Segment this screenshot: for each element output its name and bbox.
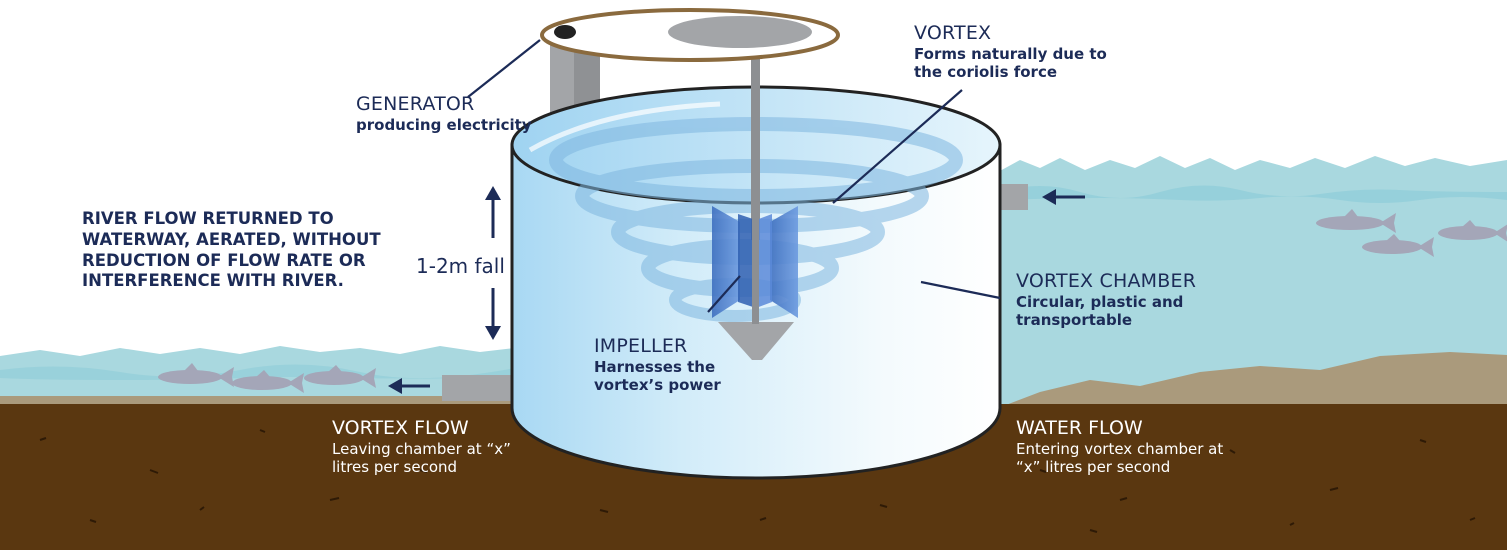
generator-label: GENERATOR producing electricity <box>356 93 532 134</box>
impeller-line2: vortex’s power <box>594 376 721 395</box>
fall-arrow <box>485 186 501 340</box>
leader-lines <box>467 39 1001 313</box>
downstream-surface-ripples <box>0 364 515 380</box>
river-return-line: INTERFERENCE WITH RIVER. <box>82 271 344 291</box>
upstream-river-water <box>998 156 1507 408</box>
upstream-sand-bank <box>998 352 1507 410</box>
upstream-surface-ripples <box>1000 185 1507 203</box>
downstream-bed-strip <box>0 396 515 406</box>
vortex-flow-line2: litres per second <box>332 458 458 477</box>
impeller-label: IMPELLER Harnesses the vortex’s power <box>594 335 721 395</box>
impeller-line1: Harnesses the <box>594 358 716 377</box>
water-flow-line2: “x” litres per second <box>1016 458 1171 477</box>
impeller-title: IMPELLER <box>594 335 688 357</box>
soil-texture <box>39 429 1476 533</box>
tank-top-highlight <box>528 101 721 153</box>
water-flow-line1: Entering vortex chamber at <box>1016 440 1224 459</box>
fish <box>158 209 1507 393</box>
river-return-note: RIVER FLOW RETURNED TO WATERWAY, AERATED… <box>82 209 381 292</box>
vortex-flow-title: VORTEX FLOW <box>332 417 469 439</box>
river-return-line: REDUCTION OF FLOW RATE OR <box>82 250 366 270</box>
water-flow-label: WATER FLOW Entering vortex chamber at “x… <box>1016 417 1223 477</box>
water-flow-title: WATER FLOW <box>1016 417 1143 439</box>
generator-hub <box>554 25 576 39</box>
river-return-line: WATERWAY, AERATED, WITHOUT <box>82 229 381 249</box>
generator-title: GENERATOR <box>356 93 475 115</box>
vortex-chamber-line1: Circular, plastic and <box>1016 293 1184 312</box>
river-return-line: RIVER FLOW RETURNED TO <box>82 209 334 228</box>
vortex-title: VORTEX <box>914 22 992 44</box>
generator-shaft <box>751 40 760 240</box>
impeller <box>712 200 798 324</box>
flow-arrows <box>388 189 1085 394</box>
generator-subtitle: producing electricity <box>356 116 532 135</box>
vortex-chamber-label: VORTEX CHAMBER Circular, plastic and tra… <box>1016 270 1196 330</box>
vortex-chamber-title: VORTEX CHAMBER <box>1016 270 1197 292</box>
fall-height-label: 1-2m fall <box>416 254 505 278</box>
vortex-line1: Forms naturally due to <box>914 45 1107 64</box>
vortex-flow-line1: Leaving chamber at “x” <box>332 440 511 459</box>
vortex-line2: the coriolis force <box>914 63 1058 82</box>
vortex-chamber-line2: transportable <box>1016 311 1133 330</box>
vortex-label: VORTEX Forms naturally due to the coriol… <box>914 22 1107 82</box>
impeller-funnel <box>718 322 794 360</box>
generator-disc <box>668 16 812 48</box>
vortex-flow-label: VORTEX FLOW Leaving chamber at “x” litre… <box>332 417 511 477</box>
